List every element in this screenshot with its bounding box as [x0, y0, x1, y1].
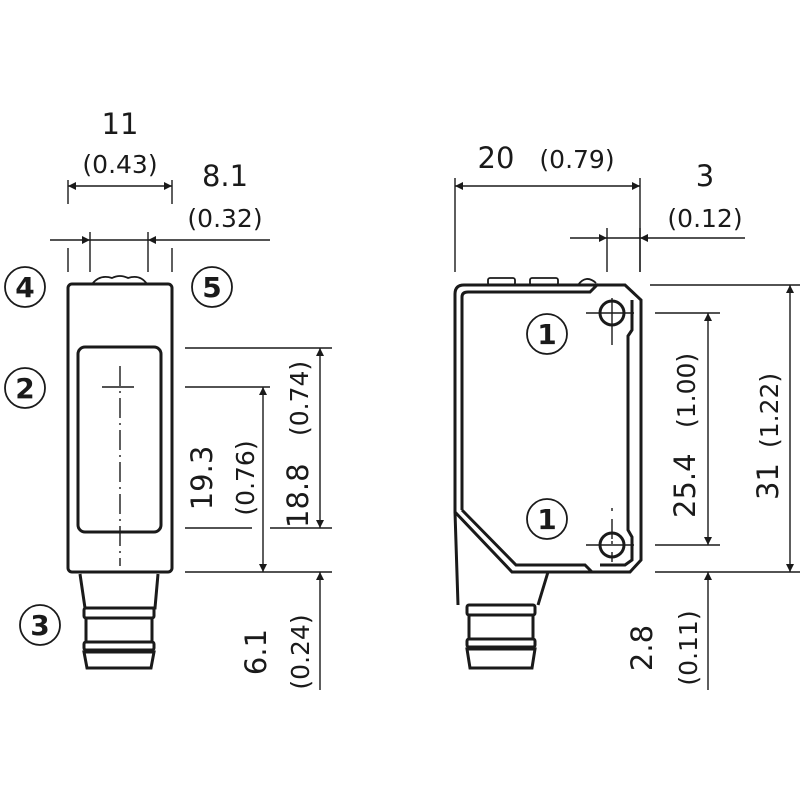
sensor-body — [453, 283, 643, 574]
callout-3: 3 — [19, 604, 61, 646]
dim-front-verticals: 25.4 (1.00) 31 (1.22) 2.8 (0.11) — [625, 284, 800, 690]
callout-1-top: 1 — [526, 313, 568, 355]
callout-1-bottom: 1 — [526, 498, 568, 540]
dim-inch: (0.24) — [286, 614, 315, 689]
callout-label: 4 — [15, 271, 34, 304]
dim-value: 8.1 — [202, 159, 248, 193]
dim-value: 11 — [102, 107, 139, 141]
connector-taper — [78, 573, 160, 610]
callout-label: 1 — [537, 503, 556, 536]
dim-inch: (0.76) — [231, 440, 260, 515]
connector-taper — [453, 511, 550, 606]
dim-inch: (0.12) — [667, 204, 742, 233]
dim-front-width: 20 (0.79) — [454, 141, 641, 272]
dim-inch: (0.79) — [539, 145, 614, 174]
connector-ring — [84, 616, 154, 644]
dim-inch: (0.11) — [674, 610, 703, 685]
dim-inch: (1.00) — [672, 353, 701, 428]
dim-value: 3 — [696, 159, 714, 193]
front-view-sensor — [453, 277, 643, 670]
dim-value: 2.8 — [625, 625, 659, 671]
callout-label: 2 — [15, 372, 34, 405]
callout-label: 3 — [30, 609, 49, 642]
dim-inch: (0.32) — [187, 204, 262, 233]
side-view-sensor — [66, 275, 174, 670]
mounting-hole-top — [586, 298, 634, 345]
dim-front-hole-offset: 3 (0.12) — [570, 159, 745, 272]
dim-side-lens: 8.1 (0.32) — [50, 159, 270, 272]
dim-value: 31 — [751, 463, 785, 500]
connector-ring — [82, 640, 156, 652]
callout-4: 4 — [4, 266, 46, 308]
mounting-hole-bottom — [586, 508, 634, 562]
callout-label: 1 — [537, 318, 556, 351]
callout-5: 5 — [191, 266, 233, 308]
dim-inch: (1.22) — [755, 373, 784, 448]
body-inner-edge — [460, 282, 600, 510]
dim-side-width: 11 (0.43) — [67, 107, 173, 272]
callout-label: 5 — [202, 271, 221, 304]
dim-inch: (0.43) — [82, 150, 157, 179]
dim-side-verticals: 19.3 (0.76) 18.8 (0.74) 6.1 (0.24) — [185, 347, 332, 690]
dim-value: 19.3 — [185, 446, 219, 511]
top-bumps — [91, 275, 148, 285]
dim-value: 20 — [478, 141, 515, 175]
callout-2: 2 — [4, 367, 46, 409]
connector-tip — [82, 650, 156, 670]
dim-value: 25.4 — [668, 453, 702, 518]
dim-inch: (0.74) — [285, 361, 314, 436]
sensor-body — [66, 282, 174, 574]
dim-value: 6.1 — [239, 629, 273, 675]
dim-value: 18.8 — [281, 463, 315, 528]
